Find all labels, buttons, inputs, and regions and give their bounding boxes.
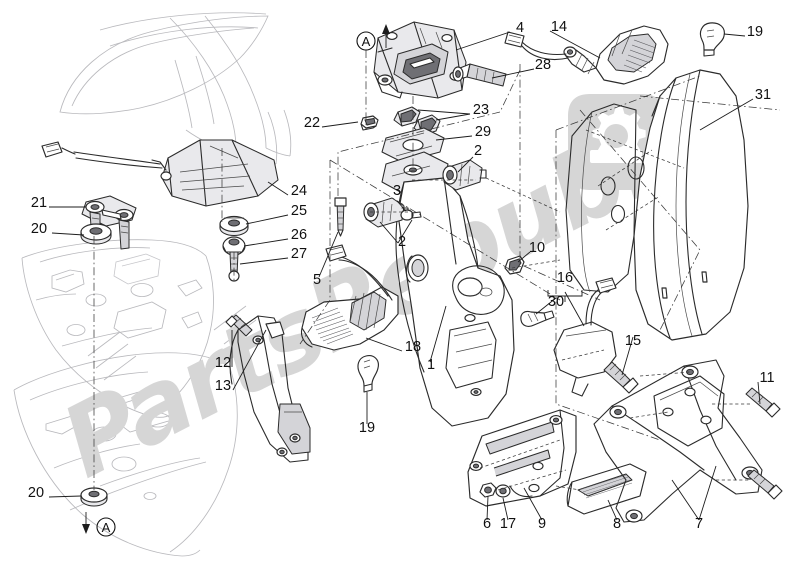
callout-19a: 19	[747, 24, 763, 40]
callout-21: 21	[31, 195, 47, 211]
part-18-indicator-left	[300, 244, 399, 351]
part-17-washer	[495, 484, 511, 498]
callout-18: 18	[405, 339, 421, 355]
section-marker-a-top-label: A	[362, 34, 371, 49]
callout-12: 12	[215, 355, 231, 371]
part-16-plate-light	[553, 277, 617, 397]
part-19-bulb-lower	[357, 355, 379, 393]
leader-lines	[48, 30, 761, 521]
callout-8: 8	[613, 516, 621, 532]
callout-31: 31	[755, 87, 771, 103]
callout-7: 7	[695, 516, 703, 532]
section-marker-a-top: A	[356, 24, 390, 51]
callout-20b: 20	[28, 485, 44, 501]
part-27-screw	[228, 251, 240, 282]
section-marker-a-bottom-label: A	[102, 520, 111, 535]
callout-24: 24	[291, 183, 307, 199]
callout-2b: 2	[398, 234, 406, 250]
part-9-bracket	[467, 409, 577, 507]
callout-25: 25	[291, 203, 307, 219]
callout-5: 5	[313, 272, 321, 288]
part-12-screw	[225, 314, 253, 337]
callout-4: 4	[516, 20, 524, 36]
callout-2a: 2	[474, 143, 482, 159]
callout-17: 17	[500, 516, 516, 532]
part-15-screw	[603, 361, 639, 394]
part-2-bulbholder-left	[363, 197, 409, 228]
part-3-socket	[400, 209, 422, 221]
callout-10: 10	[529, 240, 545, 256]
part-8-reflector	[566, 463, 647, 515]
part-7-frame	[593, 359, 763, 523]
section-marker-a-bottom: A	[82, 512, 116, 537]
part-5-screw	[334, 197, 347, 237]
part-14-indicator-right	[504, 25, 669, 85]
callout-6: 6	[483, 516, 491, 532]
callout-3: 3	[393, 183, 401, 199]
part-28-bolt	[452, 63, 507, 87]
callout-1: 1	[427, 357, 435, 373]
callout-28: 28	[535, 57, 551, 73]
callout-29: 29	[475, 124, 491, 140]
part-2-bulbholder-right	[442, 159, 487, 191]
part-1-plate-holder	[395, 177, 515, 427]
callout-20a: 20	[31, 221, 47, 237]
part-6-nut	[479, 482, 497, 498]
callout-27: 27	[291, 246, 307, 262]
callout-13: 13	[215, 378, 231, 394]
part-24-taillight	[41, 139, 279, 207]
callout-30: 30	[548, 294, 564, 310]
part-21-bracket	[81, 195, 137, 250]
part-19-bulb-upper	[699, 22, 725, 57]
part-13-cover	[229, 315, 311, 463]
callout-11: 11	[759, 370, 774, 386]
callout-16: 16	[557, 270, 573, 286]
callout-numbers: 1 2 2 3 4 5 6 7 8 9 10 11 12 13 14 15 16…	[28, 19, 775, 532]
part-25-grommet	[219, 215, 249, 237]
callout-22: 22	[304, 115, 320, 131]
part-11-screw-lower	[747, 469, 783, 500]
part-20-grommet-upper	[80, 223, 112, 245]
callout-9: 9	[538, 516, 546, 532]
callout-19b: 19	[359, 420, 375, 436]
part-22-nut	[360, 115, 379, 131]
part-4-bracket	[373, 21, 467, 99]
callout-14: 14	[551, 19, 567, 35]
callout-15: 15	[625, 333, 641, 349]
part-11-screw-upper	[745, 387, 781, 418]
callout-23: 23	[473, 102, 489, 118]
part-30-bulb	[520, 310, 555, 327]
callout-26: 26	[291, 227, 307, 243]
